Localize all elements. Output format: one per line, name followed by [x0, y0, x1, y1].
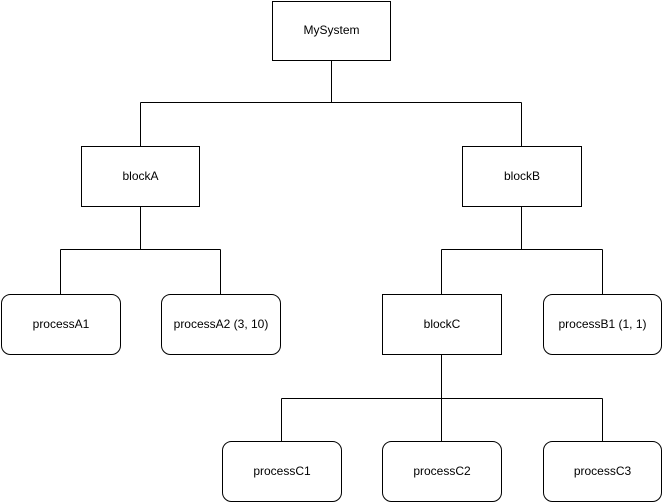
node-processc2[interactable]: processC2	[382, 441, 502, 502]
node-blockc-label: blockC	[424, 317, 461, 331]
node-processc2-label: processC2	[413, 464, 471, 478]
node-mysystem[interactable]: MySystem	[272, 1, 391, 61]
node-processb1-label: processB1 (1, 1)	[558, 317, 646, 331]
node-blockb-label: blockB	[504, 169, 540, 183]
connector-blockb-children	[441, 206, 603, 295]
node-blocka[interactable]: blockA	[81, 146, 200, 207]
node-blocka-label: blockA	[122, 169, 158, 183]
node-processb1[interactable]: processB1 (1, 1)	[543, 294, 662, 355]
node-blockc[interactable]: blockC	[382, 294, 502, 355]
node-processc3-label: processC3	[574, 464, 632, 478]
connector-blockc-children	[281, 354, 603, 442]
node-processa2-label: processA2 (3, 10)	[174, 317, 269, 331]
node-processc1-label: processC1	[253, 464, 311, 478]
node-processa2[interactable]: processA2 (3, 10)	[161, 294, 281, 355]
node-mysystem-label: MySystem	[303, 23, 359, 37]
connector-blocka-children	[60, 206, 221, 295]
node-processa1[interactable]: processA1	[1, 294, 121, 355]
node-processc3[interactable]: processC3	[543, 441, 662, 502]
node-blockb[interactable]: blockB	[462, 146, 582, 207]
node-processc1[interactable]: processC1	[222, 441, 342, 502]
connector-mysystem-children	[140, 60, 522, 147]
node-processa1-label: processA1	[33, 317, 90, 331]
connectors	[60, 60, 603, 442]
